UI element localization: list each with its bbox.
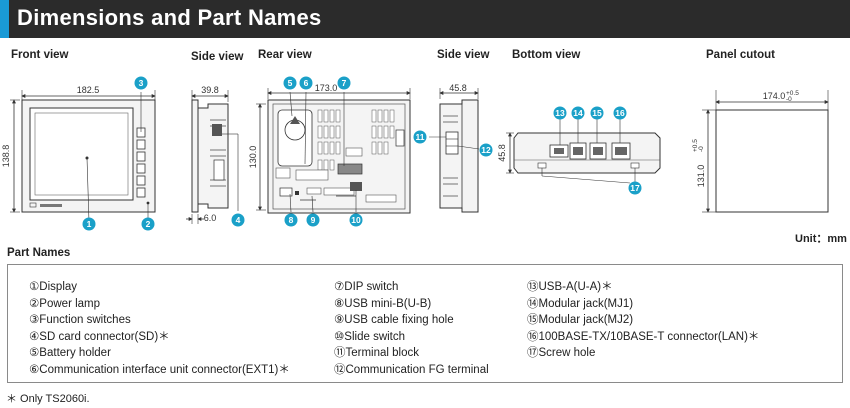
part-names-title: Part Names [7,247,71,259]
callout-badge-10: 10 [349,213,363,227]
part-item: ⑬USB-A(U-A)＊ [527,281,613,293]
front-height-dim: 138.8 [1,145,11,168]
cutout-height-tol-minus: -0 [698,146,705,152]
callout-badge-4: 4 [231,213,245,227]
part-item: ⑭Modular jack(MJ1) [527,297,634,310]
part-item: ⑫Communication FG terminal [334,363,489,376]
part-item: ⑮Modular jack(MJ2) [527,314,634,327]
callout-badge-16: 16 [613,106,627,120]
callout-badge-9: 9 [306,213,320,227]
side-view-2-label: Side view [437,49,490,61]
callout-badge-17: 17 [628,181,642,195]
callout-badge-number: 17 [630,183,640,193]
dimension-diagram: 182.5 138.8 39.8 [1,76,829,231]
panel-cutout-label: Panel cutout [706,49,776,61]
callout-badge-15: 15 [590,106,604,120]
side-depth-dim: 39.8 [201,85,219,95]
side-view-drawing: 39.8 6.0 [186,85,239,224]
callout-badge-number: 13 [555,108,565,118]
part-item: ④SD card connector(SD)＊ [29,330,170,343]
cutout-height-dim: 131.0 [696,165,706,188]
front-width-dim: 182.5 [77,85,100,95]
side-view-label: Side view [191,51,244,63]
part-item: ⑦DIP switch [334,281,399,293]
cutout-width-tol-plus: +0.5 [786,90,799,97]
rear-height-dim: 130.0 [248,146,258,169]
callout-badge-11: 11 [413,130,427,144]
callout-badge-number: 6 [304,78,309,88]
callout-badge-number: 14 [573,108,583,118]
part-names-box: ①Display ②Power lamp ③Function switches … [7,264,843,383]
parts-column-2: ⑦DIP switch ⑧USB mini-B(U-B) ⑨USB cable … [334,279,489,379]
page-title: Dimensions and Part Names [17,5,322,30]
panel-cutout-drawing: 174.0 +0.5 -0 131.0 +0.5 -0 [692,90,829,213]
callout-badge-number: 12 [481,145,491,155]
part-item: ⑰Screw hole [527,347,596,360]
callout-badge-number: 9 [311,215,316,225]
callout-badge-number: 3 [139,78,144,88]
bottom-view-drawing: 45.8 [497,119,661,184]
part-item: ⑪Terminal block [334,347,419,360]
parts-column-1: ①Display ②Power lamp ③Function switches … [29,279,290,379]
part-item: ⑨USB cable fixing hole [334,314,454,327]
part-item: ②Power lamp [29,297,101,310]
callout-badge-number: 16 [615,108,625,118]
part-item: ⑯100BASE-TX/10BASE-T connector(LAN)＊ [527,330,760,343]
callout-badge-number: 2 [146,219,151,229]
side2-depth-dim: 45.8 [449,83,467,93]
side-view-2-drawing: 45.8 [429,83,480,213]
rear-view-label: Rear view [258,49,312,61]
rear-view-drawing: 173.0 130.0 [248,83,411,214]
part-item: ①Display [29,281,78,293]
callout-badge-13: 13 [553,106,567,120]
callout-badge-14: 14 [571,106,585,120]
callout-badge-7: 7 [337,76,351,90]
header-bar: Dimensions and Part Names [0,0,850,38]
callout-badge-number: 8 [289,215,294,225]
callout-badge-number: 11 [416,132,425,142]
cutout-width-dim: 174.0 [763,91,786,101]
part-item: ⑥Communication interface unit connector(… [29,363,290,376]
part-item: ③Function switches [29,314,131,327]
callout-badge-number: 4 [236,215,241,225]
part-item: ⑧USB mini-B(U-B) [334,297,432,310]
unit-label: Unit：mm [795,233,847,245]
callout-badge-number: 7 [342,78,347,88]
cutout-width-tol-minus: -0 [786,96,792,103]
callout-badge-number: 5 [288,78,293,88]
header-accent [0,0,9,38]
callout-badge-8: 8 [284,213,298,227]
callout-badge-12: 12 [479,143,493,157]
part-item: ⑩Slide switch [334,330,406,343]
side-offset-dim: 6.0 [204,213,217,223]
cutout-height-tol-plus: +0.5 [692,139,699,152]
callout-badge-number: 15 [592,108,602,118]
front-view-label: Front view [11,49,69,61]
bottom-view-label: Bottom view [512,49,581,61]
rear-width-dim: 173.0 [315,83,338,93]
part-item: ⑤Battery holder [29,347,111,360]
callout-badge-number: 10 [351,215,361,225]
callout-badge-1: 1 [82,217,96,231]
front-view-drawing: 182.5 138.8 [1,85,156,223]
callout-badge-3: 3 [134,76,148,90]
callout-badge-2: 2 [141,217,155,231]
callout-badge-6: 6 [299,76,313,90]
footnote: ＊ Only TS2060i. [6,393,90,405]
callout-badge-number: 1 [87,219,92,229]
bottom-depth-dim: 45.8 [497,144,507,162]
parts-column-3: ⑬USB-A(U-A)＊ ⑭Modular jack(MJ1) ⑮Modular… [527,279,759,362]
callout-badge-5: 5 [283,76,297,90]
